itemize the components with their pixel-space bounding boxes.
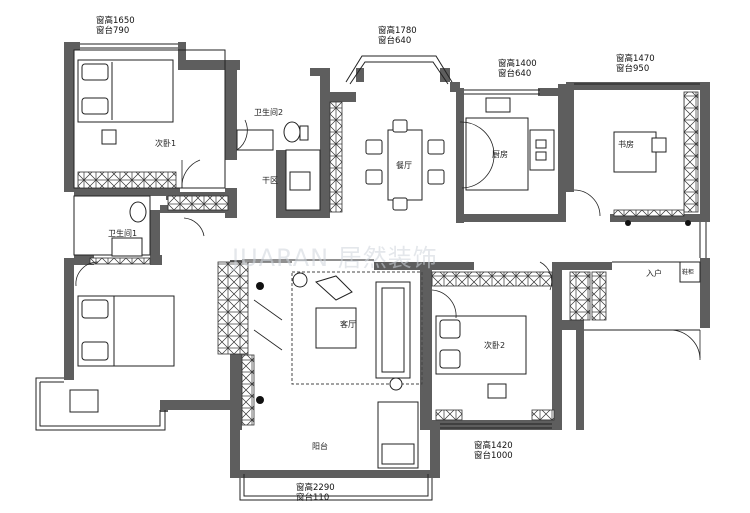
window-sill-4: 窗台950 <box>616 63 649 74</box>
room-label-balcony: 阳台 <box>312 441 328 451</box>
room-label-living: 客厅 <box>340 319 356 329</box>
window-height-5: 窗高1420 <box>474 440 513 451</box>
room-label-bath2: 卫生间2 <box>254 107 283 117</box>
window-tag-4: 窗高1470 窗台950 <box>616 53 655 74</box>
window-tag-6: 窗高2290 窗台110 <box>296 482 335 503</box>
room-label-study: 书房 <box>618 139 634 149</box>
window-tag-2: 窗高1780 窗台640 <box>378 25 417 46</box>
outlines <box>35 43 707 501</box>
window-height-2: 窗高1780 <box>378 25 417 36</box>
window-sill-6: 窗台110 <box>296 492 329 503</box>
window-sill-2: 窗台640 <box>378 35 411 46</box>
doors <box>75 119 701 360</box>
window-height-6: 窗高2290 <box>296 482 335 493</box>
watermark: JUARAN 居然装饰 <box>230 244 438 272</box>
window-tag-3: 窗高1400 窗台640 <box>498 58 537 79</box>
window-sill-1: 窗台790 <box>96 25 129 36</box>
window-tag-1: 窗高1650 窗台790 <box>96 15 135 36</box>
window-sill-5: 窗台1000 <box>474 450 513 461</box>
window-height-4: 窗高1470 <box>616 53 655 64</box>
room-label-kitchen: 厨房 <box>492 149 508 159</box>
wardrobes <box>77 91 699 426</box>
room-label-shoe-cabinet: 鞋柜 <box>682 268 694 276</box>
room-label-bedroom1: 次卧1 <box>155 138 176 148</box>
window-sill-3: 窗台640 <box>498 68 531 79</box>
window-tag-5: 窗高1420 窗台1000 <box>474 440 513 461</box>
window-height-3: 窗高1400 <box>498 58 537 69</box>
room-label-entrance: 入户 <box>646 268 662 278</box>
room-label-dining: 餐厅 <box>396 161 412 170</box>
room-label-bath1: 卫生间1 <box>108 228 137 238</box>
room-label-bedroom2: 次卧2 <box>484 340 505 350</box>
window-height-1: 窗高1650 <box>96 15 135 26</box>
posts <box>256 220 691 404</box>
furniture <box>69 59 701 413</box>
room-label-dry-zone: 干区 <box>262 176 278 185</box>
